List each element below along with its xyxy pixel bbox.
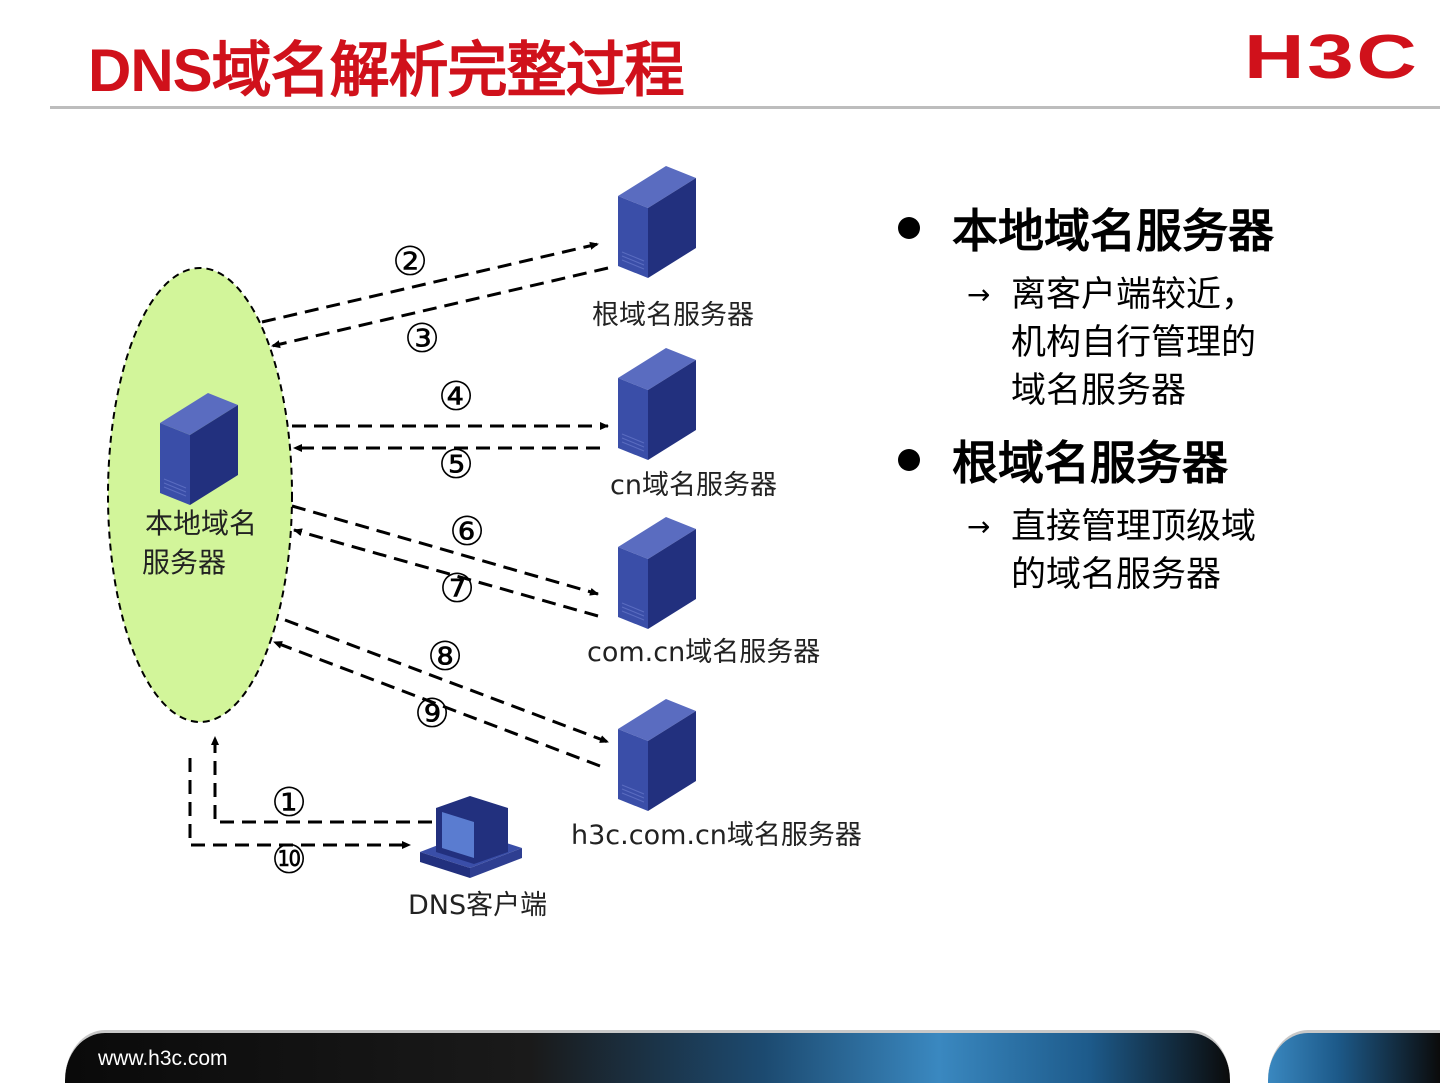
bullet-heading: 本地域名服务器 [952,204,1274,258]
sub-line: 域名服务器 [1011,371,1187,411]
footer-banner: www.h3c.com [65,1030,1230,1083]
sub-line: 离客户端较近， [1011,275,1257,315]
step-9-label: ⑨ [414,691,450,737]
footer-url: www.h3c.com [98,1047,228,1070]
arrow-step-1 [211,736,432,824]
arrow-step-9 [273,640,601,768]
query-arrows [188,241,609,849]
root-server-icon [617,165,697,279]
arrow-step-6 [291,504,599,596]
step-7-label: ⑦ [439,566,475,612]
arrow-step-8 [284,618,609,744]
cn-server-label: cn域名服务器 [610,470,777,501]
bullet-root-server: 根域名服务器 [895,427,1435,493]
step-10-label: ⑩ [271,837,307,883]
bullet-icon [898,449,920,471]
header-divider [50,106,1440,109]
step-1-label: ① [271,780,307,826]
bullet-local-server: 本地域名服务器 [895,195,1435,261]
client-label: DNS客户端 [408,890,547,921]
step-6-label: ⑥ [449,509,485,555]
local-server-label-1: 本地域名 [145,507,257,540]
arrow-step-2 [261,241,599,324]
sub-item: → 直接管理顶级域 的域名服务器 [967,503,1435,599]
com-cn-server-icon [617,516,697,630]
arrow-step-10 [188,758,411,849]
sub-line: 直接管理顶级域 [1011,507,1257,547]
root-server-label: 根域名服务器 [592,300,754,331]
local-server-label-2: 服务器 [142,546,226,579]
h3c-server-icon [617,698,697,812]
client-computer-icon [420,796,522,878]
step-3-label: ③ [404,316,440,362]
footer-banner-right [1268,1030,1440,1083]
arrow-right-icon: → [967,278,991,311]
step-8-label: ⑧ [427,634,463,680]
cn-server-icon [617,347,697,461]
sub-line: 机构自行管理的 [1011,323,1257,363]
arrow-step-3 [271,266,609,349]
sub-line: 的域名服务器 [1011,555,1222,595]
step-5-label: ⑤ [438,442,474,488]
step-2-label: ② [392,239,428,285]
h3c-server-label: h3c.com.cn域名服务器 [571,820,862,851]
step-4-label: ④ [438,374,474,420]
arrow-step-7 [293,528,599,618]
com-cn-server-label: com.cn域名服务器 [587,637,820,668]
bullet-icon [898,217,920,239]
sub-item: → 离客户端较近， 机构自行管理的 域名服务器 [967,271,1435,415]
bullet-heading: 根域名服务器 [952,436,1228,490]
page-title: DNS域名解析完整过程 [88,37,685,104]
arrow-right-icon: → [967,510,991,543]
explanation-panel: 本地域名服务器 → 离客户端较近， 机构自行管理的 域名服务器 根域名服务器 →… [895,195,1435,611]
h3c-logo: H3C [1244,23,1420,92]
